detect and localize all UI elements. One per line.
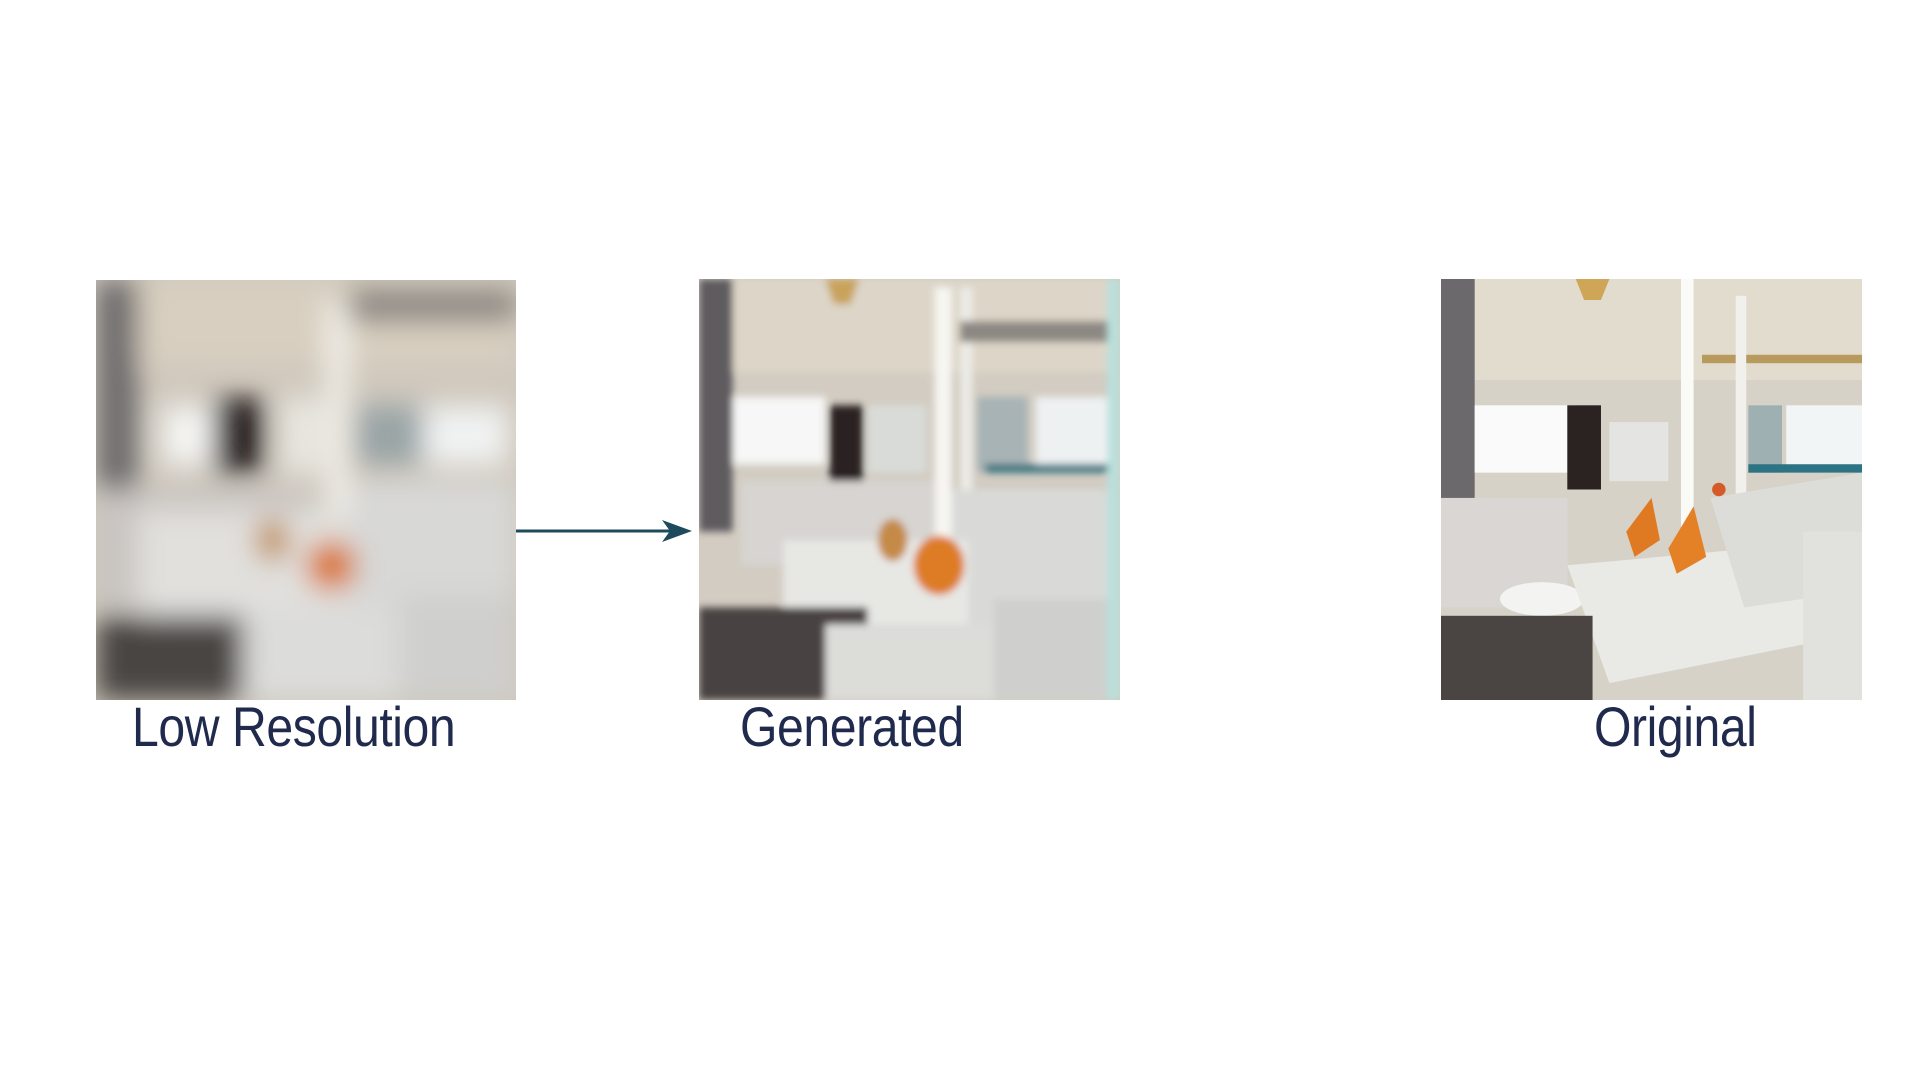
right-arrow-icon xyxy=(516,520,692,542)
generated-caption: Generated xyxy=(740,695,964,758)
generated-scene xyxy=(699,279,1120,700)
original-caption: Original xyxy=(1594,695,1757,758)
low-resolution-scene xyxy=(96,280,516,700)
low-resolution-image xyxy=(96,280,516,700)
generated-image xyxy=(699,279,1120,700)
original-scene xyxy=(1441,279,1862,700)
low-resolution-caption: Low Resolution xyxy=(132,695,456,758)
original-image xyxy=(1441,279,1862,700)
